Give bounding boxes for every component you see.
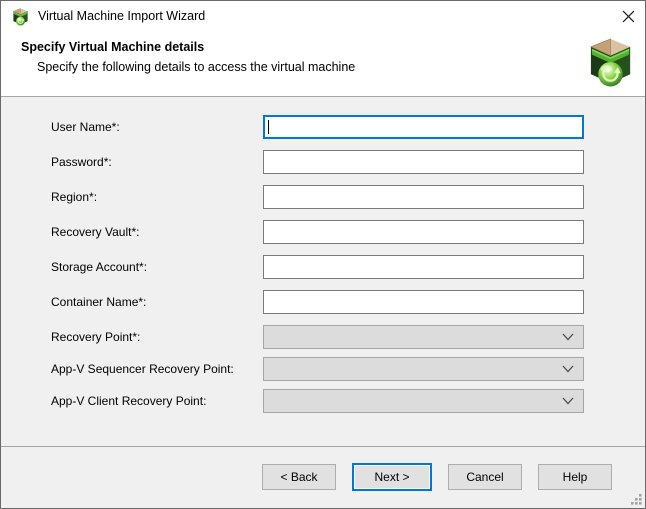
vm-import-box-icon	[587, 34, 634, 89]
field-row-appv-sequencer-recovery-point: App-V Sequencer Recovery Point:	[51, 357, 645, 381]
button-bar: < Back Next > Cancel Help	[1, 446, 645, 508]
recovery-point-dropdown[interactable]	[263, 325, 584, 349]
field-row-storage-account: Storage Account*:	[51, 255, 645, 279]
region-input[interactable]	[263, 185, 584, 209]
chevron-down-icon	[562, 397, 574, 405]
container-name-label: Container Name*:	[51, 295, 263, 309]
field-row-container-name: Container Name*:	[51, 290, 645, 314]
appv-client-recovery-point-label: App-V Client Recovery Point:	[51, 394, 263, 408]
wizard-header: Specify Virtual Machine details Specify …	[1, 31, 645, 97]
recovery-point-label: Recovery Point*:	[51, 330, 263, 344]
field-row-password: Password*:	[51, 150, 645, 174]
container-name-input[interactable]	[263, 290, 584, 314]
field-row-region: Region*:	[51, 185, 645, 209]
field-row-recovery-point: Recovery Point*:	[51, 325, 645, 349]
storage-account-label: Storage Account*:	[51, 260, 263, 274]
close-icon	[622, 10, 635, 23]
app-icon	[12, 7, 29, 26]
back-button[interactable]: < Back	[262, 464, 336, 490]
recovery-vault-label: Recovery Vault*:	[51, 225, 263, 239]
resize-grip[interactable]	[630, 493, 642, 505]
recovery-vault-input[interactable]	[263, 220, 584, 244]
appv-sequencer-recovery-point-dropdown[interactable]	[263, 357, 584, 381]
next-button[interactable]: Next >	[352, 463, 432, 491]
close-button[interactable]	[611, 1, 645, 31]
page-subtitle: Specify the following details to access …	[37, 60, 355, 74]
appv-client-recovery-point-dropdown[interactable]	[263, 389, 584, 413]
field-row-appv-client-recovery-point: App-V Client Recovery Point:	[51, 389, 645, 413]
field-row-user-name: User Name*:	[51, 115, 645, 139]
region-label: Region*:	[51, 190, 263, 204]
titlebar: Virtual Machine Import Wizard	[1, 1, 645, 31]
chevron-down-icon	[562, 333, 574, 341]
help-button[interactable]: Help	[538, 464, 612, 490]
page-title: Specify Virtual Machine details	[21, 40, 204, 54]
field-row-recovery-vault: Recovery Vault*:	[51, 220, 645, 244]
form-area: User Name*: Password*: Region*: Recovery…	[1, 97, 645, 446]
user-name-label: User Name*:	[51, 120, 263, 134]
password-input[interactable]	[263, 150, 584, 174]
appv-sequencer-recovery-point-label: App-V Sequencer Recovery Point:	[51, 362, 263, 376]
user-name-input[interactable]	[263, 115, 584, 139]
window-title: Virtual Machine Import Wizard	[38, 1, 205, 31]
cancel-button[interactable]: Cancel	[448, 464, 522, 490]
storage-account-input[interactable]	[263, 255, 584, 279]
chevron-down-icon	[562, 365, 574, 373]
password-label: Password*:	[51, 155, 263, 169]
